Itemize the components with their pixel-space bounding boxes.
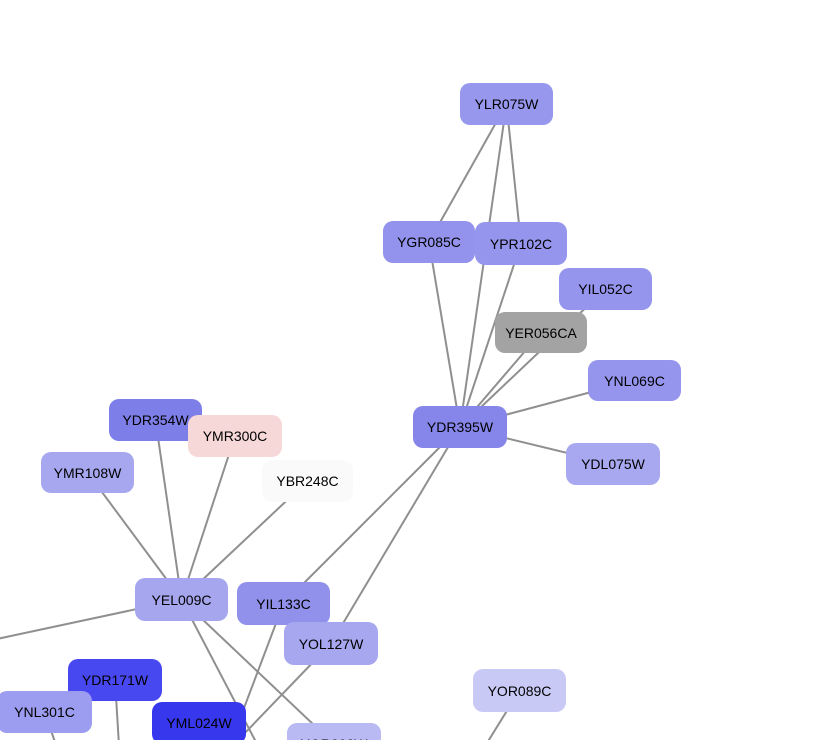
node-label-YDR395W: YDR395W <box>426 419 494 435</box>
node-YBR248C[interactable]: YBR248C <box>262 460 353 502</box>
node-label-YML024W: YML024W <box>166 715 232 731</box>
node-YDR395W[interactable]: YDR395W <box>413 406 507 448</box>
node-label-YDR171W: YDR171W <box>81 672 149 688</box>
edge-YOL127W-offscreen[interactable] <box>192 642 332 740</box>
node-label-YMR108W: YMR108W <box>53 464 122 481</box>
node-label-YEL009C: YEL009C <box>151 591 212 608</box>
node-label-YMR300C: YMR300C <box>202 428 268 444</box>
node-label-YIL052C: YIL052C <box>578 281 633 297</box>
node-label-YNL069C: YNL069C <box>604 372 665 389</box>
node-YLR075W[interactable]: YLR075W <box>460 83 553 125</box>
node-YOR089C[interactable]: YOR089C <box>473 669 566 712</box>
edge-YIL133C-offscreen[interactable] <box>213 603 285 740</box>
node-YEL009C[interactable]: YEL009C <box>135 578 228 621</box>
node-label-YPR102C: YPR102C <box>489 235 553 252</box>
node-YMR300C[interactable]: YMR300C <box>188 415 282 457</box>
node-label-YIL133C: YIL133C <box>256 595 311 612</box>
node-label-YOR202W: YOR202W <box>301 736 368 740</box>
node-YPR102C[interactable]: YPR102C <box>475 222 567 265</box>
node-label-YOR089C: YOR089C <box>487 682 552 699</box>
node-label-YLR075W: YLR075W <box>474 96 539 112</box>
edge-YEL009C-offscreen[interactable] <box>180 599 269 740</box>
node-label-YDL075W: YDL075W <box>581 456 645 472</box>
node-YML024W[interactable]: YML024W <box>152 702 246 740</box>
edge-YLR075W-YDR395W[interactable] <box>459 103 508 428</box>
node-YDL075W[interactable]: YDL075W <box>566 443 660 485</box>
edge-YDR395W-YIL133C[interactable] <box>282 426 461 605</box>
node-YOL127W[interactable]: YOL127W <box>284 622 378 665</box>
node-YGR085C[interactable]: YGR085C <box>383 221 475 263</box>
edge-YGR085C-YDR395W[interactable] <box>428 241 461 428</box>
edge-YLR075W-YPR102C[interactable] <box>505 103 522 244</box>
node-YOR202W[interactable]: YOR202W <box>287 723 381 740</box>
edge-YDR354W-YEL009C[interactable] <box>154 419 183 600</box>
node-YNL301C[interactable]: YNL301C <box>0 691 92 733</box>
node-label-YBR248C: YBR248C <box>276 473 339 489</box>
node-YER056CA[interactable]: YER056CA <box>495 312 587 353</box>
node-YMR108W[interactable]: YMR108W <box>41 452 134 493</box>
node-label-YNL301C: YNL301C <box>14 704 75 720</box>
edge-YLR075W-YGR085C[interactable] <box>428 103 508 243</box>
edge-YMR300C-YEL009C[interactable] <box>180 435 236 600</box>
node-YIL052C[interactable]: YIL052C <box>559 268 652 310</box>
node-label-YGR085C: YGR085C <box>397 234 461 250</box>
node-label-YOL127W: YOL127W <box>298 635 364 652</box>
edge-YDR395W-YOL127W[interactable] <box>330 426 461 645</box>
node-YNL069C[interactable]: YNL069C <box>588 360 681 401</box>
node-label-YDR354W: YDR354W <box>122 412 189 428</box>
node-label-YER056CA: YER056CA <box>505 324 577 341</box>
node-YIL133C[interactable]: YIL133C <box>237 582 330 625</box>
edge-YPR102C-YDR395W[interactable] <box>459 243 522 428</box>
